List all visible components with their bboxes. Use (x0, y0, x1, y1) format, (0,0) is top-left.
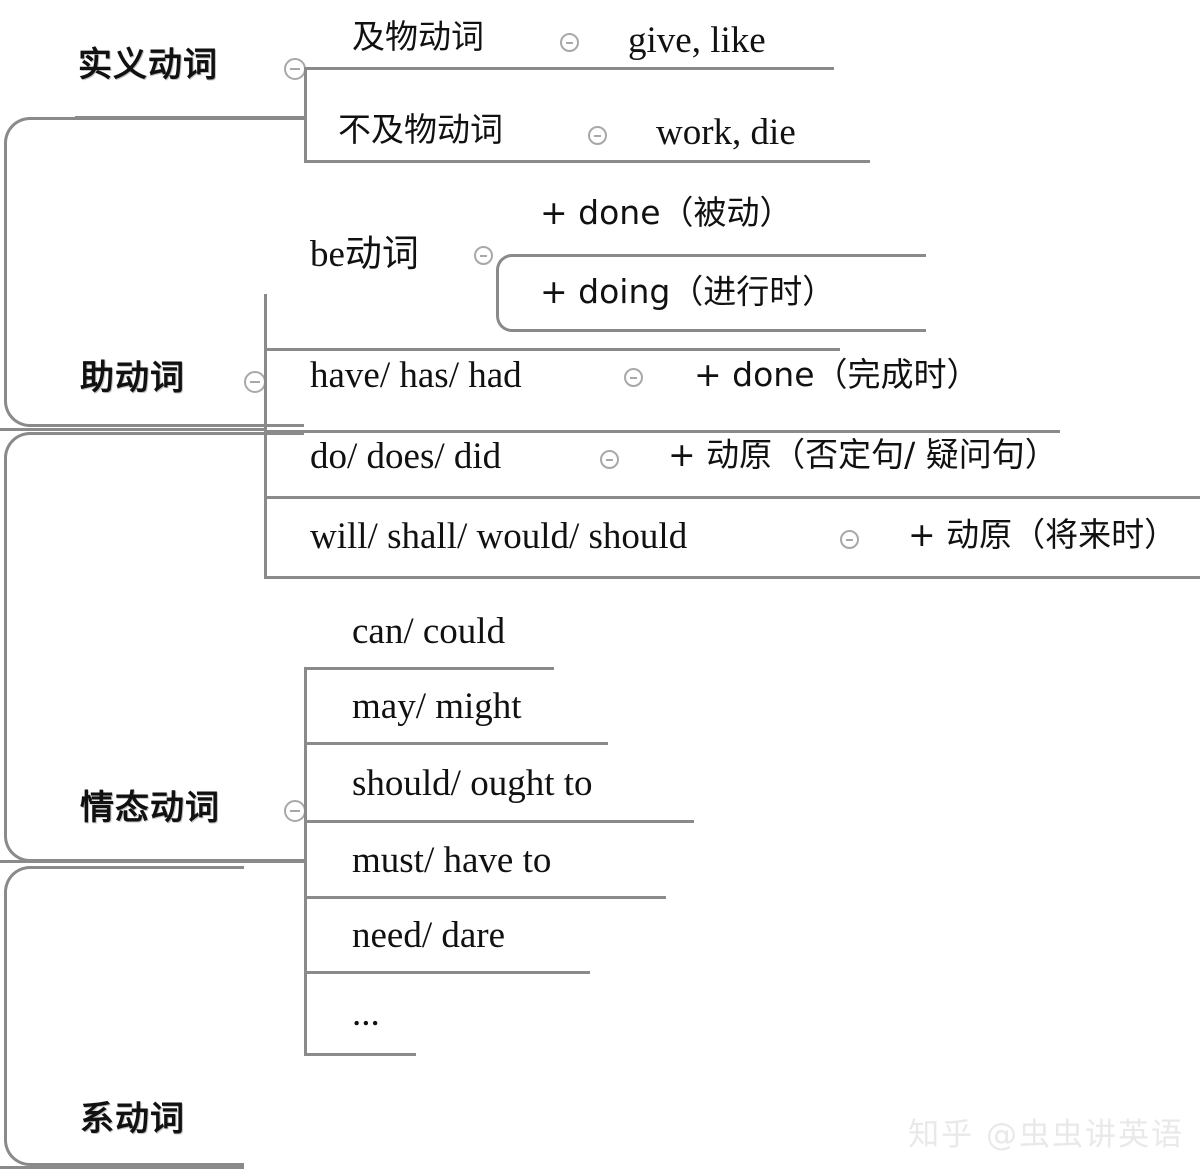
leaf-can-could[interactable]: can/ could (352, 611, 506, 652)
row-line-will-bottom (264, 576, 1200, 579)
collapse-minus-icon-do[interactable] (600, 450, 619, 469)
sibling-bracket-modal-spine (304, 667, 307, 1055)
node-do-does-did[interactable]: do/ does/ did (310, 436, 502, 477)
sibling-bracket-notional-bottom-arm (304, 160, 870, 163)
collapse-minus-icon-auxiliary[interactable] (244, 371, 266, 393)
leaf-need-dare[interactable]: need/ dare (352, 915, 506, 956)
collapse-minus-icon-have[interactable] (624, 368, 643, 387)
leaf-should-ought-to[interactable]: should/ ought to (352, 763, 593, 804)
branch-underline-notional-verb (75, 116, 307, 119)
leaf-must-have-to[interactable]: must/ have to (352, 840, 552, 881)
branch-label-notional-verb[interactable]: 实义动词 (78, 45, 218, 85)
branch-label-modal-verb[interactable]: 情态动词 (80, 788, 220, 828)
leaf-be-doing-progressive[interactable]: + doing（进行时） (540, 272, 836, 311)
sibling-bracket-notional (304, 67, 307, 162)
root-bracket-bottom (4, 866, 244, 1166)
collapse-minus-icon-will[interactable] (840, 530, 859, 549)
node-will-shall-would-should[interactable]: will/ shall/ would/ should (310, 516, 688, 557)
collapse-minus-icon-transitive[interactable] (560, 33, 579, 52)
node-have-has-had[interactable]: have/ has/ had (310, 355, 522, 396)
leaf-give-like[interactable]: give, like (628, 20, 766, 61)
row-line-will-top (264, 496, 1200, 499)
leaf-be-done-passive[interactable]: + done（被动） (540, 193, 793, 232)
node-transitive-verb[interactable]: 及物动词 (352, 17, 484, 56)
collapse-minus-icon-modal[interactable] (284, 800, 306, 822)
branch-underline-linking-verb (0, 1166, 244, 1169)
watermark: 知乎 @虫虫讲英语 (908, 1117, 1184, 1153)
row-line-can-could (304, 667, 554, 670)
sibling-bracket-be-verb (496, 254, 926, 332)
leaf-do-base-negative-question[interactable]: + 动原（否定句/ 疑问句） (668, 435, 1058, 474)
row-line-have-top (264, 348, 840, 351)
sibling-bracket-auxiliary-spine (264, 294, 267, 578)
node-intransitive-verb[interactable]: 不及物动词 (338, 110, 503, 149)
row-line-should-ought (304, 820, 694, 823)
row-line-do-top (264, 430, 1060, 433)
leaf-will-base-future[interactable]: + 动原（将来时） (908, 515, 1178, 554)
collapse-minus-icon-notional-verb[interactable] (284, 58, 306, 80)
branch-underline-modal-verb (0, 860, 306, 863)
branch-label-auxiliary-verb[interactable]: 助动词 (80, 358, 185, 398)
row-line-may-might (304, 742, 608, 745)
leaf-have-done-perfect[interactable]: + done（完成时） (694, 355, 980, 394)
leaf-may-might[interactable]: may/ might (352, 686, 522, 727)
branch-label-linking-verb[interactable]: 系动词 (80, 1099, 185, 1139)
leaf-work-die[interactable]: work, die (656, 112, 796, 153)
row-line-ellipsis (304, 1053, 416, 1056)
collapse-minus-icon-intransitive[interactable] (588, 126, 607, 145)
row-line-need-dare (304, 971, 590, 974)
sibling-bracket-notional-top-arm (304, 67, 834, 70)
leaf-ellipsis[interactable]: ... (352, 993, 380, 1034)
branch-underline-auxiliary-verb (0, 428, 266, 431)
row-line-must-have-to (304, 896, 666, 899)
collapse-minus-icon-be-verb[interactable] (474, 246, 493, 265)
node-be-verb[interactable]: be动词 (310, 234, 419, 275)
